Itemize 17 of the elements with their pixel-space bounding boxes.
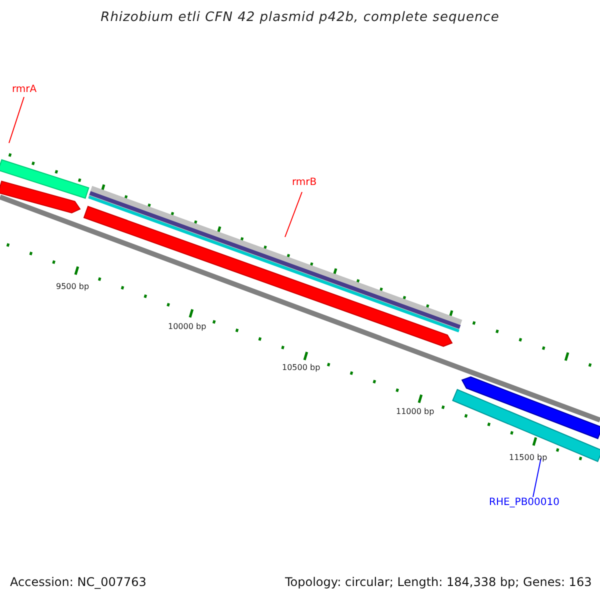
scale-label: 11000 bp [396, 408, 434, 416]
scale-label: 9500 bp [56, 283, 90, 291]
leader-line [284, 192, 302, 238]
gene-bar [0, 159, 90, 199]
footer-text: Topology: circular; Length: 184,338 bp; Genes: 163 [285, 576, 590, 588]
gene-label: rmrB [292, 178, 317, 188]
footer-text: Accession: NC_007763 [10, 576, 146, 588]
gene-label: rmrA [12, 85, 37, 95]
scale-label: 10500 bp [282, 364, 320, 372]
scale-label: 11500 bp [509, 454, 548, 462]
gene-bar [88, 186, 462, 332]
leader-line [8, 96, 24, 144]
scale-label: 10000 bp [168, 323, 206, 331]
gene-label: RHE_PB00010 [489, 498, 560, 508]
gene-bar [452, 388, 600, 462]
title: Rhizobium etli CFN 42 plasmid p42b, complete sequence [100, 11, 500, 24]
leader-line [532, 458, 542, 498]
